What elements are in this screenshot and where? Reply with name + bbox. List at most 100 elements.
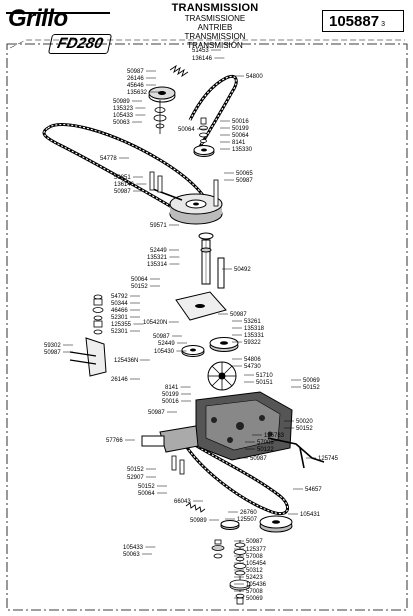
part-label-50063: 50063	[113, 120, 130, 126]
part-label-105454: 105454	[246, 561, 267, 567]
part-label-125436N: 125436N	[114, 358, 138, 364]
part-label-105420N: 105420N	[143, 320, 167, 326]
part-label-52449: 52449	[158, 341, 175, 347]
part-label-50987: 50987	[44, 350, 61, 356]
part-label-45646: 45646	[127, 83, 144, 89]
part-label-50492: 50492	[234, 267, 251, 273]
part-label-8141: 8141	[232, 140, 246, 146]
part-label-50065: 50065	[236, 171, 253, 177]
part-label-50987: 50987	[153, 334, 170, 340]
part-label-125355: 125355	[111, 322, 132, 328]
subtitle-it: TRASMISSIONE	[184, 14, 246, 23]
bolt-50492	[217, 257, 225, 289]
part-label-105431: 105431	[300, 512, 321, 518]
studs-52907	[171, 455, 185, 475]
lever-125745	[267, 437, 325, 469]
part-label-105433: 105433	[113, 113, 134, 119]
guide-line	[9, 39, 405, 49]
pulley-105431	[259, 515, 293, 533]
part-label-59302: 59302	[44, 343, 61, 349]
part-label-50987: 50987	[127, 69, 144, 75]
part-label-46466: 46466	[111, 308, 128, 314]
part-label-66043: 66043	[174, 499, 191, 505]
part-label-50151: 50151	[256, 380, 273, 386]
part-label-54806: 54806	[244, 357, 261, 363]
part-label-26146: 26146	[111, 377, 128, 383]
part-label-26760: 26760	[240, 510, 257, 516]
part-label-50069: 50069	[246, 596, 263, 602]
part-label-52449: 52449	[150, 248, 167, 254]
part-label-50122: 50122	[257, 447, 274, 453]
brand-text: Grillo	[8, 5, 68, 30]
part-label-125377: 125377	[246, 547, 267, 553]
part-label-50987: 50987	[236, 178, 253, 184]
part-label-50987: 50987	[114, 189, 131, 195]
tensioner-spring	[169, 64, 189, 78]
page-title: TRANSMISSION	[171, 2, 259, 14]
part-label-59571: 59571	[150, 223, 167, 229]
part-label-50152: 50152	[303, 385, 320, 391]
part-label-50987: 50987	[230, 312, 247, 318]
part-label-54800: 54800	[246, 74, 263, 80]
part-label-50069: 50069	[303, 378, 320, 384]
part-label-50152: 50152	[127, 467, 144, 473]
part-label-57008: 57008	[257, 440, 274, 446]
part-label-52907: 52907	[127, 475, 144, 481]
part-label-59322: 59322	[244, 340, 261, 346]
part-label-50344: 50344	[111, 301, 128, 307]
part-labels: 5145313614650987261464564613563254800509…	[44, 48, 339, 602]
title-block: TRANSMISSION TRASMISSIONE ANTRIEB TRANSM…	[150, 2, 280, 50]
part-label-50152: 50152	[138, 484, 155, 490]
part-label-136146: 136146	[114, 182, 135, 188]
part-label-50064: 50064	[232, 133, 249, 139]
part-label-50064: 50064	[131, 277, 148, 283]
shaft-135314	[198, 232, 214, 285]
gearbox-housing	[141, 391, 293, 461]
subtitle-de: ANTRIEB	[197, 23, 233, 32]
pulley-105430	[181, 345, 205, 357]
part-label-50987: 50987	[246, 539, 263, 545]
part-label-125745: 125745	[318, 456, 339, 462]
washer-stack-lower-left	[211, 539, 225, 559]
drawing-code-revision: 3	[381, 21, 385, 28]
part-label-50152: 50152	[296, 426, 313, 432]
electric-clutch-59571	[149, 179, 223, 225]
pulley-135632	[148, 86, 176, 103]
part-label-50064: 50064	[178, 127, 195, 133]
part-label-50987: 50987	[250, 456, 267, 462]
part-label-53261: 53261	[244, 319, 261, 325]
part-label-135314: 135314	[147, 262, 168, 268]
part-label-126783: 126783	[264, 433, 285, 439]
part-label-50199: 50199	[232, 126, 249, 132]
part-label-50016: 50016	[162, 399, 179, 405]
part-label-26146: 26146	[127, 76, 144, 82]
pulley-125507	[220, 520, 240, 530]
part-label-50851: 50851	[114, 175, 131, 181]
diagram-frame	[6, 43, 408, 611]
fan-54730	[207, 361, 237, 391]
part-label-50989: 50989	[190, 518, 207, 524]
washer-stack-upper	[153, 100, 167, 134]
part-label-135632: 135632	[127, 90, 148, 96]
part-label-105433: 105433	[123, 545, 144, 551]
pulley-59322	[209, 337, 239, 352]
part-label-50199: 50199	[162, 392, 179, 398]
part-label-135318: 135318	[244, 326, 265, 332]
part-label-125507: 125507	[237, 517, 258, 523]
part-label-135321: 135321	[147, 255, 168, 261]
subtitle-es: TRANSMISIÓN	[187, 41, 243, 50]
lever-125436N	[69, 337, 107, 377]
part-label-52301: 52301	[111, 315, 128, 321]
pulley-135330	[193, 145, 215, 157]
part-label-105430: 105430	[154, 349, 175, 355]
bracket-105420N	[175, 291, 227, 321]
part-label-50016: 50016	[232, 119, 249, 125]
subtitle-fr: TRANSMISSION	[184, 32, 246, 41]
part-label-136146: 136146	[192, 56, 213, 62]
part-label-135330: 135330	[232, 147, 253, 153]
drawing-code-number: 105887	[329, 13, 380, 30]
part-label-54792: 54792	[111, 294, 128, 300]
part-label-50312: 50312	[246, 568, 263, 574]
